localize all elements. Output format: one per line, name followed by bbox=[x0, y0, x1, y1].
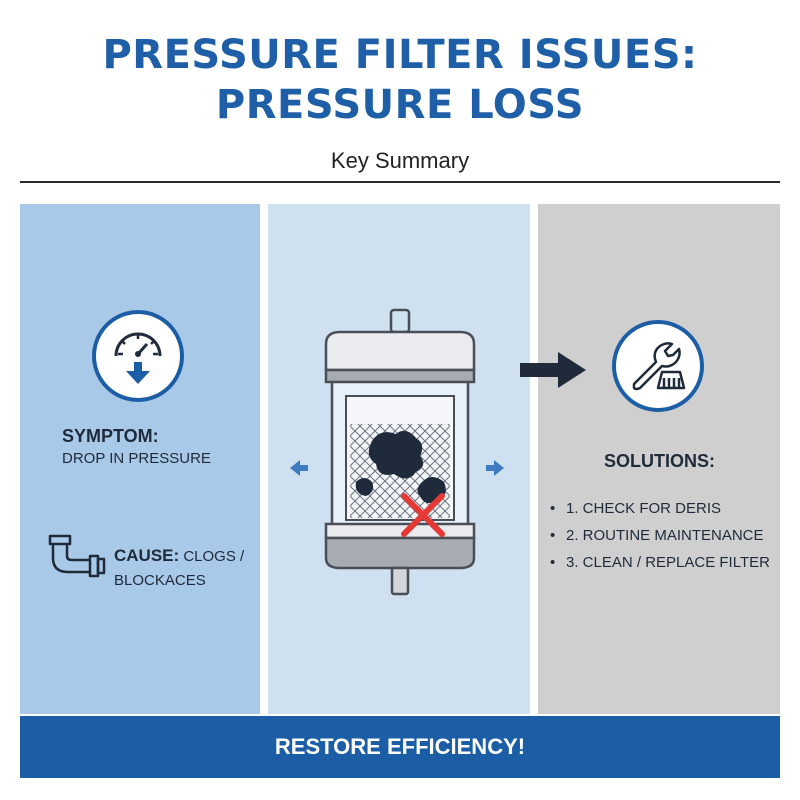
title-line-2: PRESSURE LOSS bbox=[215, 82, 585, 128]
solutions-label: SOLUTIONS: bbox=[604, 451, 715, 471]
cause-label: CAUSE: bbox=[114, 546, 180, 565]
restore-banner: RESTORE EFFICIENCY! bbox=[20, 716, 780, 778]
solution-arrow-icon bbox=[520, 352, 586, 388]
cause-line-1: CAUSE: CLOGS / bbox=[114, 546, 244, 566]
solution-item-1: 1. CHECK FOR DERIS bbox=[548, 498, 778, 525]
subtitle: Key Summary bbox=[330, 148, 470, 173]
title-line-1: PRESSURE FILTER ISSUES: bbox=[102, 32, 698, 78]
pipe-elbow-icon bbox=[48, 534, 106, 578]
clogged-filter-cartridge bbox=[324, 308, 476, 596]
header-divider bbox=[20, 181, 780, 183]
symptom-label: SYMPTOM: bbox=[62, 426, 159, 446]
solutions-panel bbox=[538, 204, 780, 714]
pressure-gauge-down-icon bbox=[92, 310, 184, 402]
wrench-brush-icon bbox=[612, 320, 704, 412]
arrow-right-icon bbox=[486, 460, 504, 476]
page-title: PRESSURE FILTER ISSUES: PRESSURE LOSS bbox=[0, 30, 800, 130]
cause-text: CLOGS / bbox=[183, 548, 245, 565]
cause-text-line-2: BLOCKACES bbox=[114, 572, 206, 589]
symptom-cause-panel bbox=[20, 204, 260, 714]
solution-item-2: 2. ROUTINE MAINTENANCE bbox=[548, 525, 778, 552]
solution-item-3: 3. CLEAN / REPLACE FILTER bbox=[548, 552, 778, 579]
solutions-list: 1. CHECK FOR DERIS 2. ROUTINE MAINTENANC… bbox=[548, 498, 778, 579]
arrow-left-icon bbox=[290, 460, 308, 476]
symptom-text: DROP IN PRESSURE bbox=[62, 450, 211, 467]
red-x-icon bbox=[401, 493, 445, 537]
